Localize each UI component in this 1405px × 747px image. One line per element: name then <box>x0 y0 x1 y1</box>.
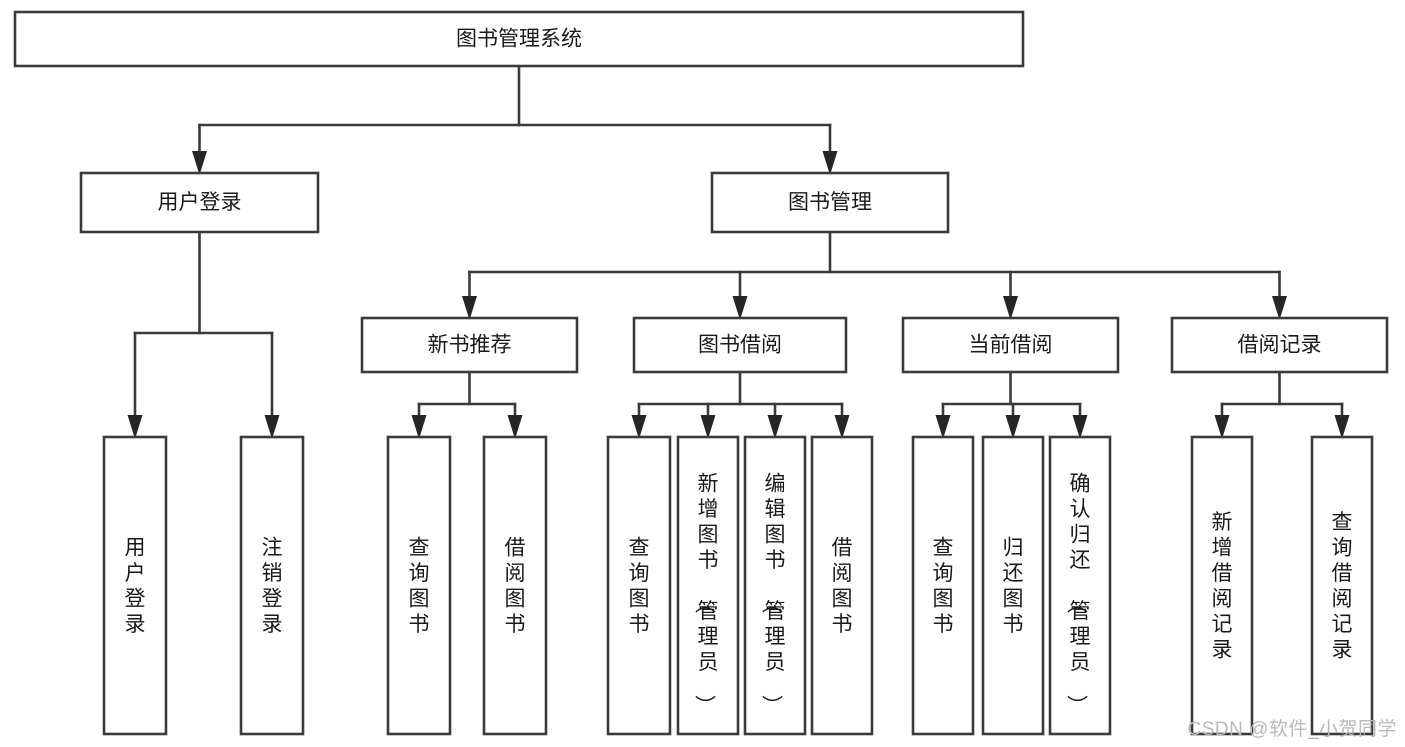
node-label: 新增图书（管理员） <box>693 473 719 716</box>
arrow-head-icon <box>1272 296 1287 320</box>
node-leaf-cur-query[interactable]: 查询图书 <box>911 435 975 736</box>
edge-group-bookmgmt <box>462 230 1287 320</box>
node-label: 借阅图书 <box>832 536 853 636</box>
node-label: 新增借阅记录 <box>1212 511 1233 662</box>
arrow-head-icon <box>700 415 716 439</box>
node-box[interactable] <box>743 435 807 736</box>
node-label: 图书管理系统 <box>456 28 582 51</box>
node-box[interactable] <box>386 435 452 736</box>
node-label: 查询图书 <box>409 536 430 636</box>
node-box[interactable] <box>79 171 320 234</box>
arrow-head-icon <box>127 415 143 439</box>
edge-group-current <box>935 370 1088 439</box>
node-label: 新书推荐 <box>428 334 512 357</box>
node-leaf-rec-query[interactable]: 查询借阅记录 <box>1310 435 1374 736</box>
node-leaf-book-edit[interactable]: 编辑图书（管理员） <box>743 435 807 736</box>
node-box[interactable] <box>810 435 874 736</box>
arrow-head-icon <box>935 415 951 439</box>
arrow-head-icon <box>411 415 427 439</box>
node-records[interactable]: 借阅记录 <box>1170 316 1389 374</box>
node-label: 借阅图书 <box>505 536 526 636</box>
node-label: 用户登录 <box>158 191 242 214</box>
arrow-head-icon <box>631 415 647 439</box>
node-box[interactable] <box>239 435 305 736</box>
arrow-head-icon <box>732 296 748 320</box>
edge-group-root <box>192 64 838 175</box>
edge-group-borrow <box>631 370 850 439</box>
node-box[interactable] <box>1170 316 1389 374</box>
node-box[interactable] <box>981 435 1045 736</box>
arrow-head-icon <box>507 415 523 439</box>
arrow-head-icon <box>1214 415 1230 439</box>
node-borrow[interactable]: 图书借阅 <box>632 316 848 374</box>
node-box[interactable] <box>911 435 975 736</box>
arrow-head-icon <box>462 296 477 320</box>
arrow-head-icon <box>1072 415 1088 439</box>
edge-layer <box>127 64 1350 439</box>
node-box[interactable] <box>1190 435 1254 736</box>
node-leaf-user-logout[interactable]: 注销登录 <box>239 435 305 736</box>
node-label: 查询图书 <box>629 536 650 636</box>
node-layer: 图书管理系统用户登录图书管理新书推荐图书借阅当前借阅借阅记录用户登录注销登录查询… <box>13 10 1389 736</box>
node-leaf-rec-add[interactable]: 新增借阅记录 <box>1190 435 1254 736</box>
node-leaf-return-book[interactable]: 归还图书 <box>981 435 1045 736</box>
node-box[interactable] <box>606 435 672 736</box>
node-leaf-new-query[interactable]: 查询图书 <box>386 435 452 736</box>
node-box[interactable] <box>676 435 740 736</box>
node-box[interactable] <box>632 316 848 374</box>
node-current[interactable]: 当前借阅 <box>901 316 1120 374</box>
node-box[interactable] <box>1310 435 1374 736</box>
arrow-head-icon <box>264 415 280 439</box>
node-label: 查询借阅记录 <box>1332 511 1353 662</box>
node-bookmgmt[interactable]: 图书管理 <box>710 171 950 234</box>
arrow-head-icon <box>1005 415 1021 439</box>
node-box[interactable] <box>13 10 1025 68</box>
node-label: 用户登录 <box>125 536 146 636</box>
node-label: 当前借阅 <box>969 334 1053 357</box>
arrow-head-icon <box>1334 415 1350 439</box>
node-leaf-borrow-book[interactable]: 借阅图书 <box>810 435 874 736</box>
node-box[interactable] <box>482 435 548 736</box>
node-box[interactable] <box>102 435 168 736</box>
node-leaf-user-login[interactable]: 用户登录 <box>102 435 168 736</box>
node-root[interactable]: 图书管理系统 <box>13 10 1025 68</box>
node-box[interactable] <box>901 316 1120 374</box>
node-label: 图书借阅 <box>698 334 782 357</box>
node-label: 借阅记录 <box>1238 334 1322 357</box>
edge-group-records <box>1214 370 1350 439</box>
node-label: 编辑图书（管理员） <box>760 473 786 716</box>
node-label: 确认归还（管理员） <box>1065 473 1091 716</box>
node-box[interactable] <box>1048 435 1112 736</box>
node-box[interactable] <box>360 316 579 374</box>
node-label: 归还图书 <box>1003 536 1024 636</box>
node-login[interactable]: 用户登录 <box>79 171 320 234</box>
node-label: 注销登录 <box>262 536 283 636</box>
node-box[interactable] <box>710 171 950 234</box>
arrow-head-icon <box>192 151 207 175</box>
arrow-head-icon <box>1003 296 1018 320</box>
node-leaf-confirm-return[interactable]: 确认归还（管理员） <box>1048 435 1112 736</box>
node-leaf-new-borrow[interactable]: 借阅图书 <box>482 435 548 736</box>
edge-group-login <box>127 230 280 439</box>
edge-group-newbook <box>411 370 523 439</box>
node-label: 图书管理 <box>788 191 872 214</box>
arrow-head-icon <box>822 151 838 175</box>
arrow-head-icon <box>767 415 783 439</box>
node-leaf-borrow-query[interactable]: 查询图书 <box>606 435 672 736</box>
node-label: 查询图书 <box>933 536 954 636</box>
node-newbook[interactable]: 新书推荐 <box>360 316 579 374</box>
arrow-head-icon <box>834 415 850 439</box>
node-leaf-book-add[interactable]: 新增图书（管理员） <box>676 435 740 736</box>
